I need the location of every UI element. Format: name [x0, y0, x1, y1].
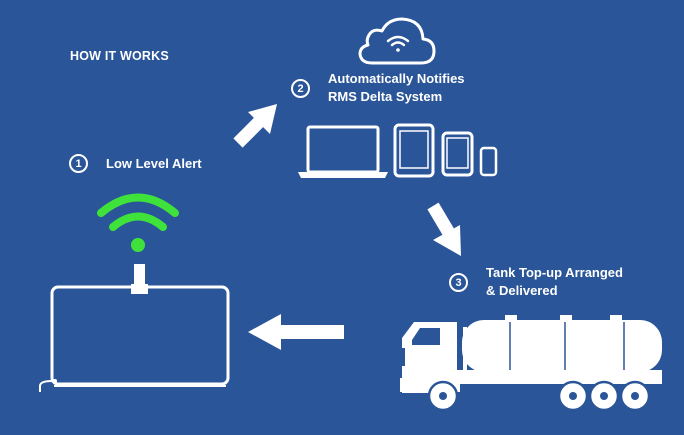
arrow-left-icon: [248, 314, 344, 350]
step-2-number: 2: [291, 79, 310, 98]
step-2-line-2: RMS Delta System: [328, 89, 443, 104]
step-2-label: Automatically Notifies RMS Delta System: [328, 70, 465, 106]
phone-icon: [479, 146, 498, 177]
step-3-label: Tank Top-up Arranged & Delivered: [486, 264, 623, 300]
wifi-signal-icon: [97, 193, 179, 252]
step-1-line-1: Low Level Alert: [106, 156, 202, 171]
cloud-wifi-icon: [358, 17, 436, 65]
arrow-up-right-icon: [233, 104, 277, 148]
tank-icon: [39, 285, 230, 392]
step-2-line-1: Automatically Notifies: [328, 71, 465, 86]
tanker-truck-icon: [400, 315, 662, 412]
sensor-connector: [131, 264, 148, 294]
tablet-icon: [393, 123, 435, 178]
arrow-down-right-icon: [427, 202, 461, 256]
step-3-line-2: & Delivered: [486, 283, 558, 298]
small-tablet-icon: [441, 131, 474, 177]
section-heading: HOW IT WORKS: [70, 49, 169, 63]
step-3-line-1: Tank Top-up Arranged: [486, 265, 623, 280]
laptop-icon: [298, 125, 388, 178]
step-1-label: Low Level Alert: [106, 155, 202, 173]
step-1-number: 1: [69, 154, 88, 173]
step-3-number: 3: [449, 273, 468, 292]
